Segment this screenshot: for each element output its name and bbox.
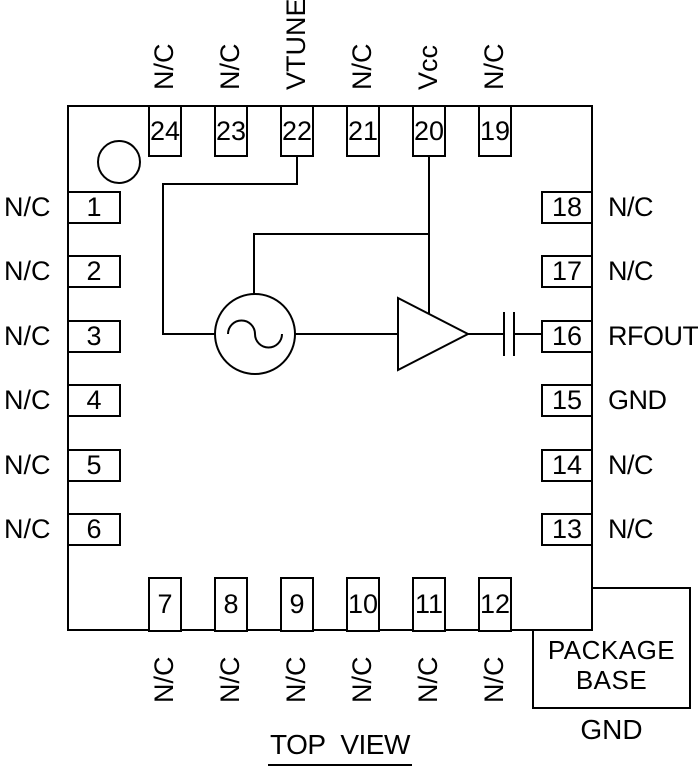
pin-number: 5	[86, 450, 102, 480]
dc-block-capacitor-icon	[503, 312, 515, 356]
pin-box-20: 20	[412, 105, 446, 157]
pin-label-24: N/C	[149, 43, 179, 91]
package-base-outline	[532, 587, 691, 709]
wire-vtune-to-oscillator	[162, 157, 298, 335]
pin-box-9: 9	[280, 577, 314, 632]
pin-number: 10	[347, 589, 379, 619]
pin-number: 16	[551, 321, 583, 351]
pin-number: 7	[157, 589, 173, 619]
pin-label-4: N/C	[4, 385, 51, 415]
pin1-index-dot-icon	[97, 140, 141, 184]
pin-box-10: 10	[346, 577, 380, 632]
pin-number: 13	[551, 514, 583, 544]
pin-label-12: N/C	[479, 656, 509, 704]
pin-label-11: N/C	[413, 656, 443, 704]
pin-box-13: 13	[541, 513, 593, 546]
package-base-line2: BASE	[575, 665, 648, 695]
pin-label-21: N/C	[347, 43, 377, 91]
pin-box-11: 11	[412, 577, 446, 632]
pin-label-18: N/C	[608, 192, 654, 222]
pin-label-5: N/C	[4, 450, 51, 480]
pin-number: 23	[215, 115, 247, 146]
wire-vcc-to-oscillator	[253, 233, 429, 298]
pin-number: 17	[551, 256, 583, 286]
pin-label-6: N/C	[4, 514, 51, 544]
pin-label-17: N/C	[608, 256, 654, 286]
pin-number: 6	[86, 514, 102, 544]
pin-label-22: VTUNE	[281, 0, 311, 90]
pin-box-19: 19	[478, 105, 512, 157]
pin-label-14: N/C	[608, 450, 654, 480]
pin-number: 15	[551, 385, 583, 415]
pin-box-12: 12	[478, 577, 512, 632]
pin-box-15: 15	[541, 384, 593, 417]
pin-label-23: N/C	[215, 43, 245, 91]
pin-number: 24	[149, 115, 181, 146]
pin-label-10: N/C	[347, 656, 377, 704]
pin-number: 21	[347, 115, 379, 146]
pin-label-2: N/C	[4, 256, 51, 286]
pin-label-16: RFOUT	[608, 321, 698, 351]
sine-wave-icon	[227, 319, 283, 349]
package-base-label: PACKAGE BASE	[533, 635, 690, 695]
pin-box-1: 1	[67, 191, 121, 224]
pin-label-3: N/C	[4, 321, 51, 351]
pin-number: 3	[86, 321, 102, 351]
pin-box-23: 23	[214, 105, 248, 157]
package-outline	[67, 105, 593, 631]
pin-box-6: 6	[67, 513, 121, 546]
pin-box-21: 21	[346, 105, 380, 157]
pin-number: 8	[223, 589, 239, 619]
pin-box-22: 22	[280, 105, 314, 157]
pin-box-8: 8	[214, 577, 248, 632]
pin-number: 1	[86, 192, 102, 222]
pin-number: 19	[479, 115, 511, 146]
pin-number: 12	[479, 589, 511, 619]
pin-label-15: GND	[608, 385, 667, 415]
package-base-gnd-label: GND	[580, 714, 643, 745]
pin-number: 20	[413, 115, 445, 146]
pin-number: 9	[289, 589, 305, 619]
pin-box-7: 7	[148, 577, 182, 632]
pin-box-2: 2	[67, 255, 121, 288]
pin-number: 4	[86, 385, 102, 415]
pin-box-24: 24	[148, 105, 182, 157]
pin-number: 14	[551, 450, 583, 480]
pin-label-1: N/C	[4, 192, 51, 222]
pin-box-14: 14	[541, 449, 593, 482]
pin-box-18: 18	[541, 191, 593, 224]
pin-number: 22	[281, 115, 313, 146]
amplifier-triangle-icon	[397, 296, 471, 372]
pin-label-8: N/C	[215, 656, 245, 704]
top-view-caption: TOP VIEW	[268, 729, 412, 766]
pin-label-19: N/C	[479, 43, 509, 91]
pin-box-16: 16	[541, 320, 593, 353]
pin-label-9: N/C	[281, 656, 311, 704]
pin-box-3: 3	[67, 320, 121, 353]
pin-number: 2	[86, 256, 102, 286]
pin-box-4: 4	[67, 384, 121, 417]
pin-number: 18	[551, 192, 583, 222]
pin-label-7: N/C	[149, 656, 179, 704]
pin-box-5: 5	[67, 449, 121, 482]
pin-number: 11	[414, 589, 444, 619]
pin-box-17: 17	[541, 255, 593, 288]
pin-label-20: Vcc	[413, 44, 443, 90]
pin-label-13: N/C	[608, 514, 654, 544]
package-base-line1: PACKAGE	[547, 635, 676, 665]
